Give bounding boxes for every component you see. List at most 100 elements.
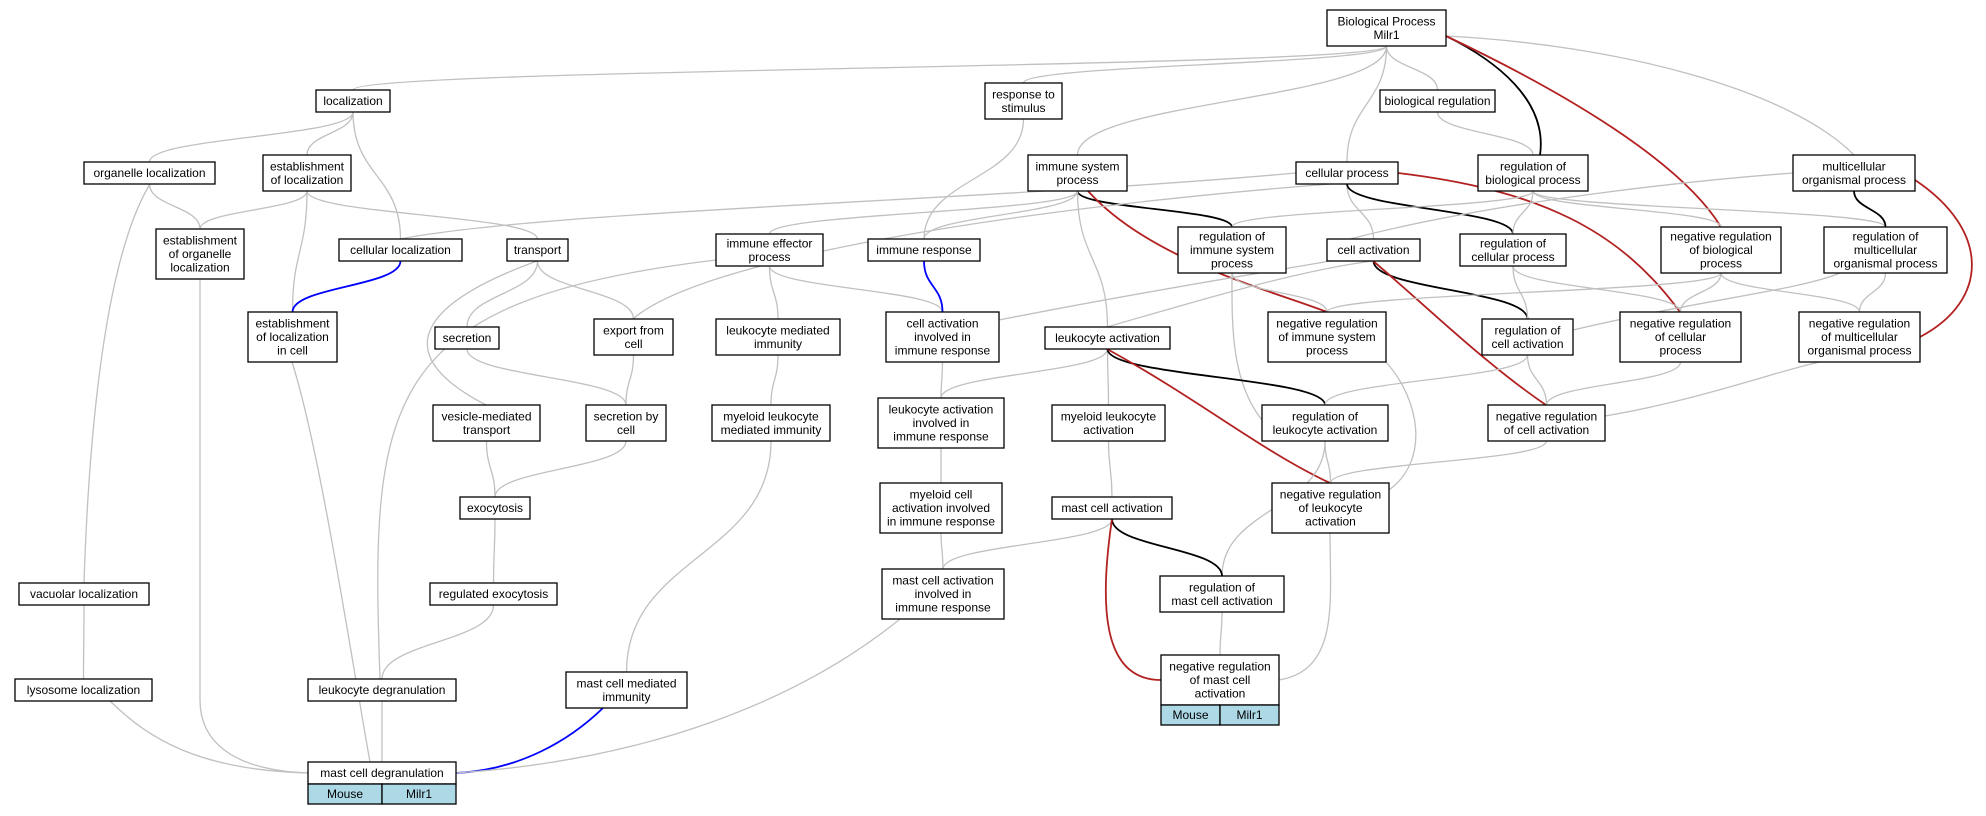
edge-exocytosis-to-secretion_cell xyxy=(494,440,627,498)
node-leuk-act[interactable]: leukocyte activation xyxy=(1044,326,1171,350)
node-label-line: process xyxy=(748,250,790,264)
node-organelle-loc[interactable]: organelle localization xyxy=(83,161,216,185)
node-box xyxy=(1481,318,1574,356)
edge-cell_act_imm-to-immune_eff xyxy=(768,265,944,313)
node-box xyxy=(1295,161,1399,185)
node-label-line: cell activation xyxy=(906,317,978,331)
node-label-line: leukocyte activation xyxy=(1055,331,1160,345)
node-label-line: vesicle-mediated xyxy=(441,409,531,423)
node-label-line: myeloid leukocyte xyxy=(723,409,819,423)
node-box xyxy=(1660,226,1782,274)
node-lysosome-loc[interactable]: lysosome localization xyxy=(14,678,153,702)
node-label-line: regulation of xyxy=(1500,159,1567,173)
node-label-line: of organelle xyxy=(169,247,232,261)
node-localization[interactable]: localization xyxy=(315,89,391,113)
node-label-line: organismal process xyxy=(1802,173,1906,187)
edge-neg_reg_multi-to-multicell xyxy=(1914,179,1973,338)
node-box xyxy=(1027,154,1128,192)
node-label-line: immune response xyxy=(895,344,991,358)
node-label-line: negative regulation xyxy=(1630,317,1731,331)
node-bio-reg[interactable]: biological regulation xyxy=(1379,89,1496,113)
edge-secretion_cell-to-export_cell xyxy=(625,354,635,406)
node-box xyxy=(155,228,245,280)
node-label-line: stimulus xyxy=(1001,101,1045,115)
node-box xyxy=(881,568,1005,620)
node-leuk-degran[interactable]: leukocyte degranulation xyxy=(307,678,457,702)
node-label-line: mast cell activation xyxy=(1171,594,1272,608)
edge-neg_reg_immune-to-neg_reg_bio xyxy=(1326,272,1722,313)
annotation-cell-label: Mouse xyxy=(327,787,363,801)
node-transport[interactable]: transport xyxy=(506,238,569,262)
node-label-line: activation involved xyxy=(892,501,990,515)
node-label-line: immune response xyxy=(893,430,989,444)
node-label-line: immune system xyxy=(1190,243,1274,257)
edge-est_loc_cell-to-est_loc xyxy=(291,190,308,313)
node-vacuolar-loc[interactable]: vacuolar localization xyxy=(18,582,150,606)
node-label-line: of localization xyxy=(256,330,329,344)
node-label-line: immune response xyxy=(895,601,991,615)
node-cellular-proc[interactable]: cellular process xyxy=(1295,161,1399,185)
node-label-line: negative regulation xyxy=(1670,230,1771,244)
node-label-line: of multicellular xyxy=(1821,330,1898,344)
node-label-line: secretion xyxy=(443,331,492,345)
node-label-line: of biological xyxy=(1689,243,1752,257)
node-exocytosis[interactable]: exocytosis xyxy=(459,496,531,520)
node-label-line: multicellular xyxy=(1854,243,1917,257)
node-reg-exocytosis[interactable]: regulated exocytosis xyxy=(429,582,558,606)
node-label-line: immune response xyxy=(876,243,972,257)
annotation-cell-milr1: Milr1 xyxy=(1219,704,1280,726)
node-label-line: organismal process xyxy=(1807,344,1911,358)
node-label-line: myeloid leukocyte xyxy=(1061,409,1157,423)
node-immune-resp[interactable]: immune response xyxy=(867,238,981,262)
edge-cell_loc-to-cellular_proc xyxy=(399,172,1297,240)
node-cell-loc[interactable]: cellular localization xyxy=(338,238,463,262)
node-label-line: in cell xyxy=(277,344,308,358)
edge-immune_resp-to-immune_sys xyxy=(923,190,1079,240)
node-label-line: regulation of xyxy=(1480,236,1547,250)
node-secretion[interactable]: secretion xyxy=(434,326,500,350)
node-mast-cell-act[interactable]: mast cell activation xyxy=(1051,496,1173,520)
node-label-line: of cell activation xyxy=(1504,423,1589,437)
node-cell-act[interactable]: cell activation xyxy=(1326,238,1421,262)
edge-immune_sys-to-root xyxy=(1076,45,1388,156)
edge-mast_med_imm-to-myeloid_leuk_imm xyxy=(625,440,772,673)
edge-reg_leuk_act-to-reg_cell_act xyxy=(1324,354,1529,406)
node-label-line: organelle localization xyxy=(93,166,205,180)
node-label-line: biological process xyxy=(1485,173,1580,187)
node-label-line: leukocyte activation xyxy=(889,403,994,417)
